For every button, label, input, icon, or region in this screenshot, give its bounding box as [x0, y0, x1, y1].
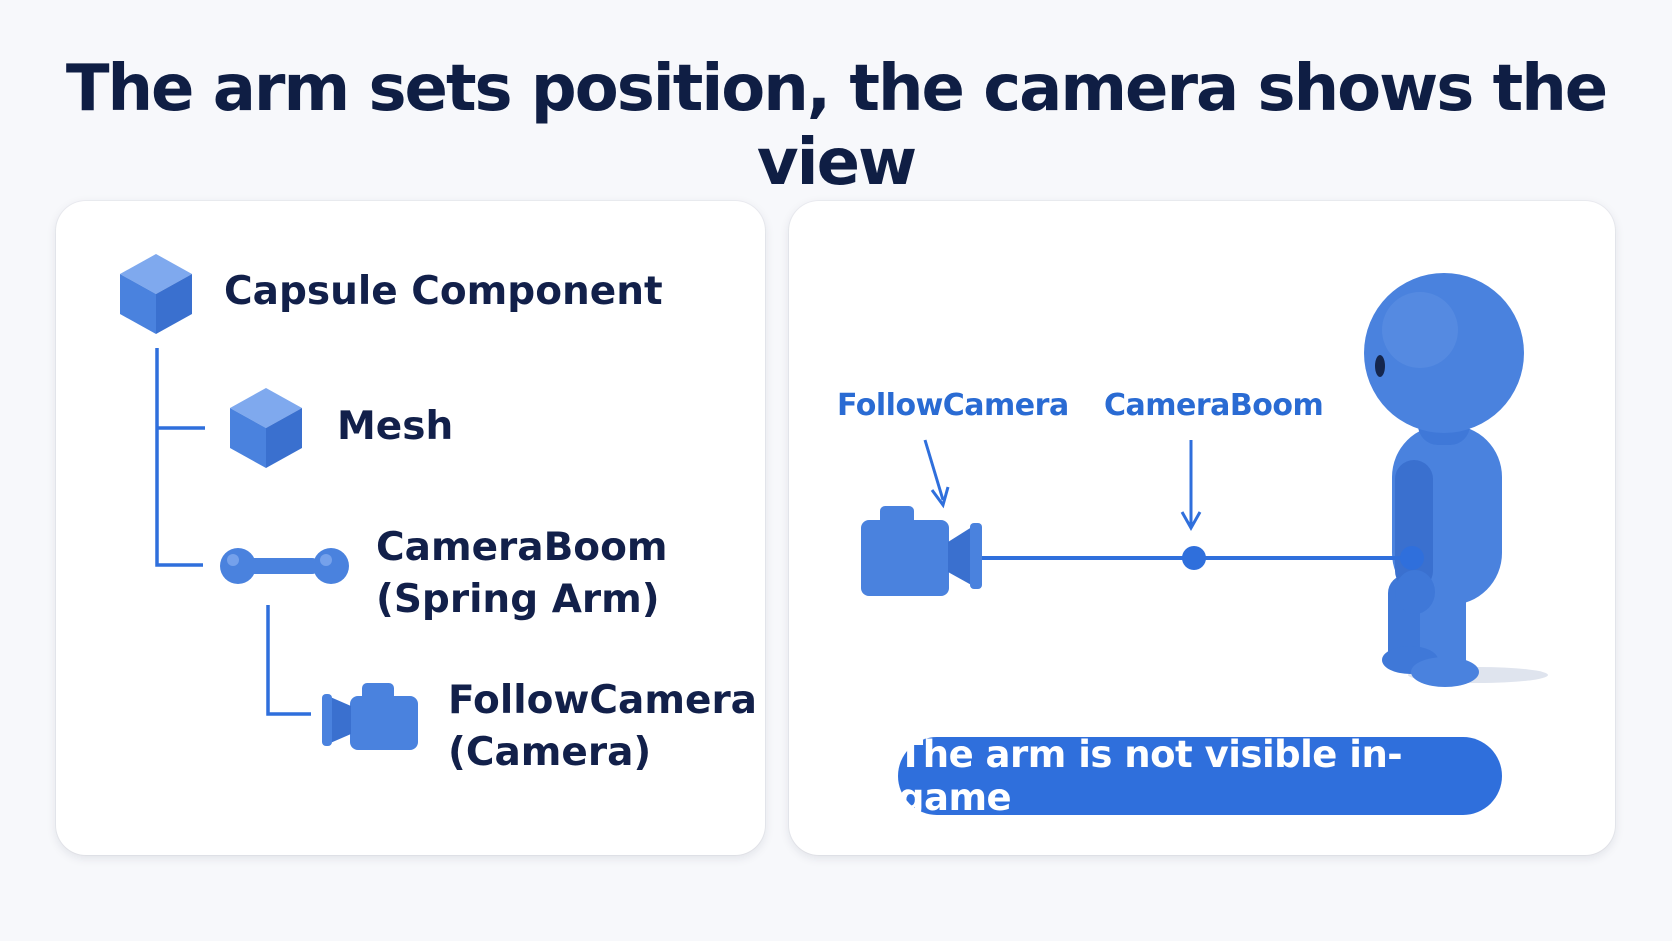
connector-capsule-boom: [155, 348, 203, 567]
boom-attach-point: [1400, 546, 1424, 570]
note-pill: The arm is not visible in-game: [898, 733, 1502, 819]
cube-icon: [120, 254, 192, 334]
arrow-to-camera: [923, 439, 950, 509]
arrow-to-boom: [1180, 440, 1202, 532]
node-capsule-component: Capsule Component: [224, 269, 663, 314]
label-follow-camera: FollowCamera: [837, 388, 1069, 423]
node-camera-boom: CameraBoom (Spring Arm): [376, 525, 668, 622]
boom-midpoint: [1182, 546, 1206, 570]
cube-icon: [230, 388, 302, 468]
label-camera-boom: CameraBoom: [1104, 388, 1324, 423]
character-figure: [1364, 273, 1524, 687]
camera-icon: [322, 683, 418, 750]
camera-icon: [861, 506, 982, 596]
node-mesh: Mesh: [337, 404, 454, 449]
page-title: The arm sets position, the camera shows …: [65, 52, 1608, 200]
node-follow-camera: FollowCamera (Camera): [448, 678, 757, 775]
tree-connectors: [155, 348, 311, 716]
connector-boom-camera: [266, 605, 311, 716]
spring-arm-icon: [220, 548, 349, 584]
